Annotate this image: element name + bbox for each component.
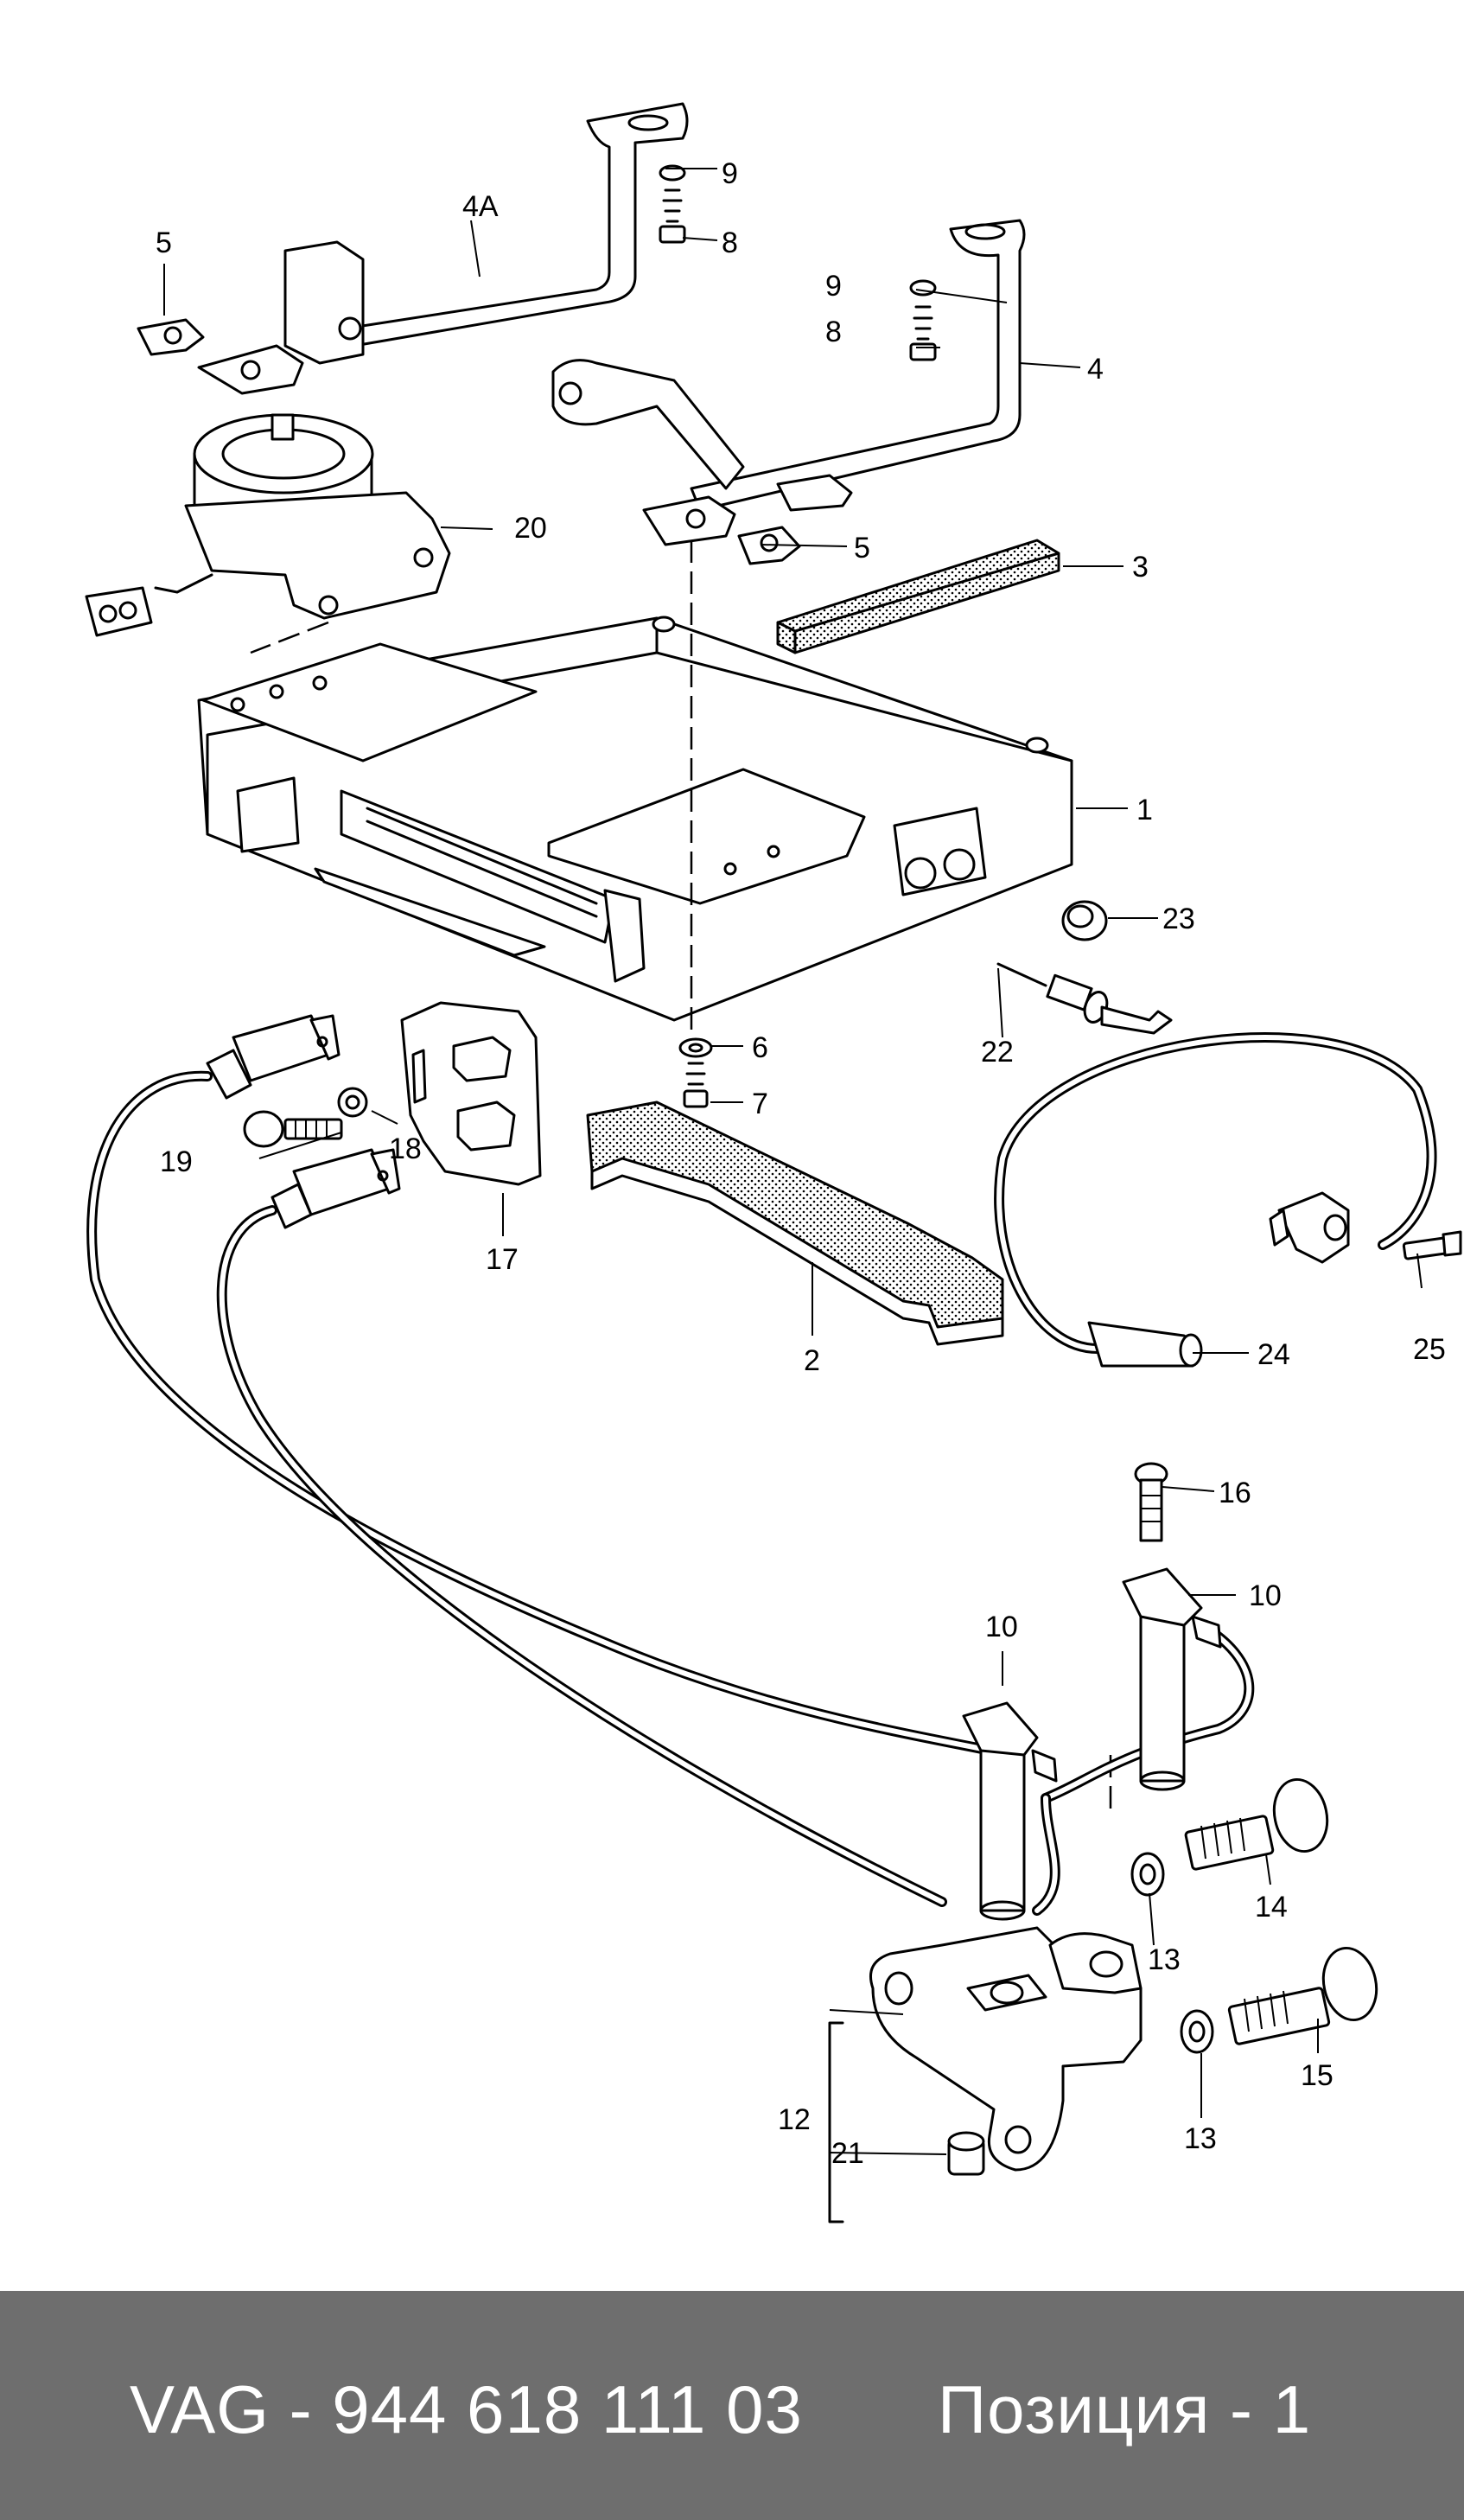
callout-12: 12 [778, 2103, 811, 2136]
cap-23 [1061, 900, 1108, 941]
callout-20: 20 [514, 512, 547, 545]
parts-exploded-diagram: 9 8 4A 5 9 8 4 20 5 3 1 23 22 6 7 19 18 … [85, 102, 1462, 2223]
sensor-mount-25 [1269, 1191, 1462, 1264]
callout-5-right: 5 [854, 532, 870, 565]
callout-22: 22 [981, 1036, 1014, 1069]
callout-10-right: 10 [1249, 1579, 1282, 1612]
callout-8-upper-right: 8 [825, 316, 842, 348]
foam-strip-3 [776, 539, 1060, 654]
callout-labels: 9 8 4A 5 9 8 4 20 5 3 1 23 22 6 7 19 18 … [156, 157, 1446, 2170]
leader-lines [163, 168, 1423, 2223]
callout-21: 21 [831, 2137, 864, 2170]
callout-19: 19 [160, 1145, 193, 1178]
callout-18: 18 [389, 1132, 422, 1165]
callout-1: 1 [1136, 794, 1153, 826]
connector-holder-17 [400, 1001, 542, 1186]
plug-connector-lower [271, 1148, 401, 1229]
callout-3: 3 [1132, 551, 1149, 584]
speed-sensor-10-right [1122, 1567, 1222, 1791]
position-label: Позиция - 1 [938, 2371, 1312, 2447]
callout-7: 7 [752, 1088, 768, 1120]
callout-4: 4 [1087, 353, 1104, 386]
callout-16: 16 [1219, 1477, 1251, 1509]
footer-bar: VAG - 944 618 111 03 Позиция - 1 [0, 2291, 1464, 2520]
alignment-line-motor [250, 621, 329, 654]
callout-15: 15 [1301, 2059, 1334, 2092]
sensor-mount-12 [869, 1926, 1143, 2172]
control-unit-1 [197, 616, 1073, 1022]
callout-14: 14 [1255, 1891, 1288, 1923]
callout-9-upper-right: 9 [825, 270, 842, 303]
callout-10-left: 10 [985, 1611, 1018, 1643]
bolt-19 [243, 1110, 343, 1148]
callout-6: 6 [752, 1031, 768, 1064]
washer-13-upper [1130, 1852, 1165, 1897]
callout-13-lower: 13 [1184, 2122, 1217, 2155]
bolt-14 [1184, 1777, 1329, 1871]
clip-5-left [137, 318, 205, 356]
bracket-4a [197, 102, 689, 395]
plug-connector-upper [206, 1014, 341, 1100]
washer-18 [337, 1087, 368, 1118]
foam-pad-2 [586, 1101, 1004, 1346]
callout-23: 23 [1162, 903, 1195, 935]
callout-9-upper-left: 9 [722, 157, 738, 190]
bolt-15 [1227, 1946, 1378, 2045]
servo-motor-20 [85, 413, 451, 637]
washer-6-screw-7 [678, 1037, 713, 1108]
callout-17: 17 [486, 1243, 519, 1276]
washer-13-lower [1180, 2009, 1214, 2054]
callout-2: 2 [804, 1344, 820, 1377]
callout-25: 25 [1413, 1333, 1446, 1366]
sensor-22 [996, 962, 1173, 1035]
bracket-4 [551, 219, 1026, 546]
sensor-24 [1087, 1321, 1203, 1368]
callout-8-upper-left: 8 [722, 226, 738, 259]
callout-4a: 4A [462, 190, 499, 223]
part-number: VAG - 944 618 111 03 [130, 2371, 803, 2447]
callout-13-upper: 13 [1148, 1943, 1181, 1976]
speed-sensor-10-left [962, 1701, 1058, 1921]
callout-5-left: 5 [156, 226, 172, 259]
wiring-harness [86, 1032, 1437, 1916]
callout-24: 24 [1257, 1338, 1290, 1371]
screw-16 [1134, 1462, 1168, 1542]
bushing-21 [947, 2131, 985, 2176]
screw-washer-upper-left [659, 164, 686, 244]
